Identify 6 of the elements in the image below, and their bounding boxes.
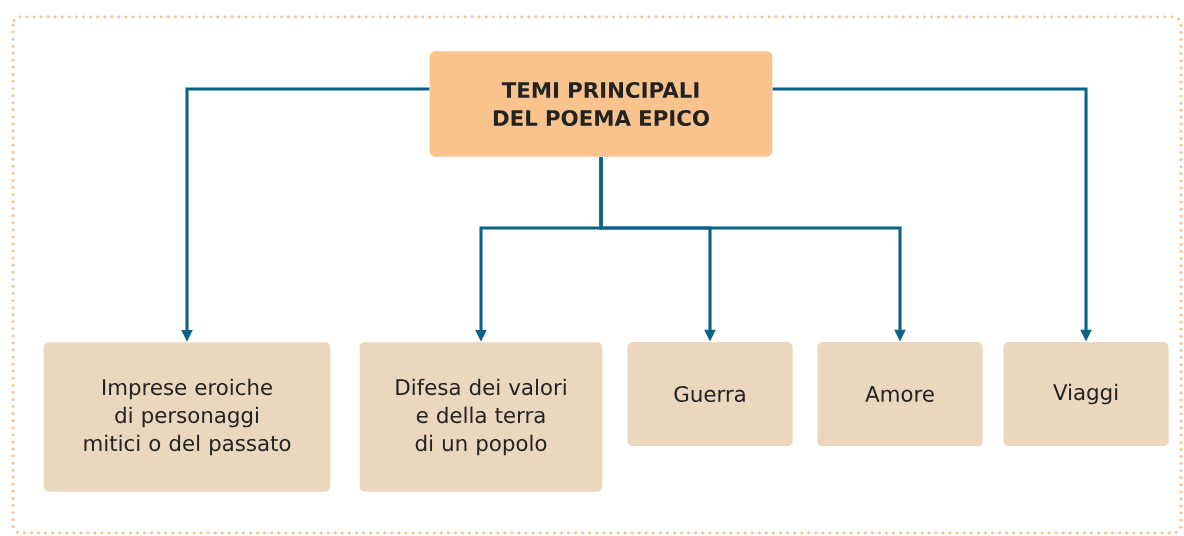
topic-box: Amore	[817, 342, 983, 446]
topic-box: Guerra	[627, 342, 793, 446]
title-box: TEMI PRINCIPALI DEL POEMA EPICO	[429, 51, 773, 157]
topic-box: Viaggi	[1003, 342, 1169, 446]
topic-box: Difesa dei valori e della terra di un popolo	[359, 342, 603, 492]
topic-box: Imprese eroiche di personaggi mitici o del passato	[43, 342, 331, 492]
